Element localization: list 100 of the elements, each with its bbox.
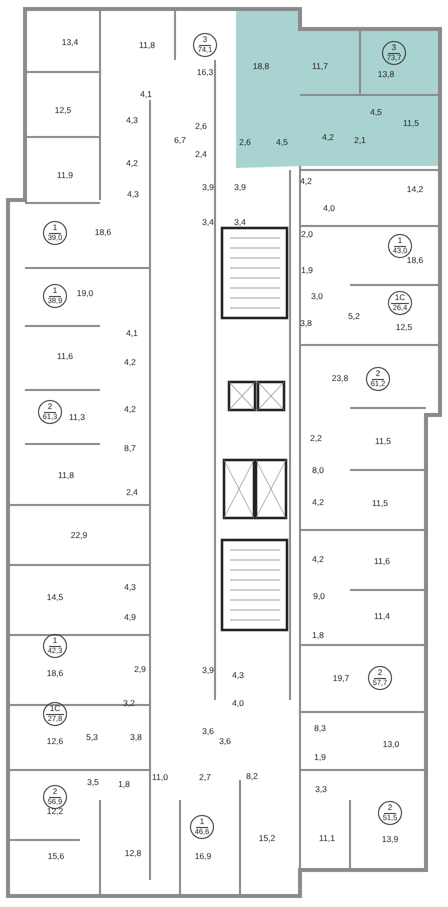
room-area: 4,0: [323, 204, 335, 212]
room-area: 4,2: [126, 158, 138, 168]
room-area: 4,3: [127, 190, 139, 198]
room-area: 15,6: [48, 852, 64, 860]
room-area: 2,1: [354, 136, 366, 144]
room-area: 12,6: [46, 736, 64, 746]
room-area: 14,5: [46, 592, 64, 602]
room-area: 4,2: [124, 404, 136, 414]
room-area: 22,9: [70, 530, 88, 540]
apartment-marker: [43, 221, 67, 245]
room-area: 3,6: [202, 726, 214, 736]
room-area: 18,6: [406, 256, 424, 264]
room-count: 2: [44, 403, 56, 414]
apartment-marker: [388, 234, 412, 258]
room-count: 2: [374, 669, 386, 680]
room-area: 4,2: [300, 176, 312, 186]
room-area: 14,2: [406, 184, 424, 194]
room-area: 11,8: [139, 40, 155, 50]
room-area: 16,9: [194, 852, 212, 860]
room-area: 3,6: [219, 736, 231, 746]
room-count: 2: [372, 370, 384, 380]
room-area: 11,5: [403, 118, 419, 128]
room-area: 19,0: [76, 288, 94, 298]
room-count: 2: [48, 788, 62, 798]
room-area: 4,3: [232, 670, 244, 680]
room-area: 8,0: [312, 466, 324, 474]
room-area: 11,1: [319, 834, 335, 842]
apartment-marker: [43, 634, 67, 658]
room-area: 1,8: [312, 630, 324, 640]
room-area: 6,7: [174, 136, 186, 144]
apartment-marker: [193, 33, 217, 57]
room-area: 3,9: [234, 182, 246, 192]
room-area: 1,9: [314, 752, 326, 762]
room-area: 18,8: [252, 62, 270, 70]
room-area: 3,0: [311, 292, 323, 300]
room-count: 1C: [46, 705, 64, 716]
room-area: 12,5: [396, 322, 412, 332]
room-area: 11,4: [374, 612, 390, 620]
room-area: 5,3: [86, 732, 98, 742]
room-area: 11,8: [58, 470, 74, 480]
room-area: 4,5: [276, 138, 288, 146]
room-area: 9,0: [313, 592, 325, 600]
room-area: 1,9: [301, 266, 313, 274]
room-count: 2: [384, 804, 396, 814]
apartment-marker: [388, 291, 412, 315]
room-area: 8,2: [246, 772, 258, 780]
room-count: 1: [48, 224, 62, 234]
room-area: 11,5: [372, 498, 388, 508]
room-area: 2,4: [126, 488, 138, 496]
room-area: 2,6: [239, 138, 251, 146]
room-area: 4,1: [126, 328, 138, 338]
room-area: 2,9: [134, 664, 146, 674]
room-area: 4,3: [126, 116, 138, 124]
room-area: 2,0: [301, 230, 313, 238]
room-area: 1,8: [118, 780, 130, 788]
room-area: 16,3: [196, 68, 214, 76]
room-area: 11,0: [152, 772, 168, 782]
room-area: 3,5: [87, 778, 99, 786]
apartment-marker: [368, 666, 392, 690]
apartment-marker: [43, 785, 67, 809]
room-area: 5,2: [348, 312, 360, 320]
apartment-marker: [378, 801, 402, 825]
room-area: 8,3: [314, 724, 326, 732]
apartment-marker: [382, 41, 406, 65]
room-count: 1: [196, 818, 208, 828]
room-area: 11,3: [69, 412, 85, 422]
room-area: 3,8: [300, 318, 312, 328]
room-area: 4,2: [124, 358, 136, 366]
apartment-marker: [366, 367, 390, 391]
room-area: 15,2: [258, 834, 276, 842]
room-count: 3: [198, 36, 212, 46]
room-area: 3,8: [130, 732, 142, 742]
room-area: 3,9: [202, 182, 214, 192]
room-area: 11,6: [57, 352, 73, 360]
room-area: 3,4: [234, 218, 246, 226]
room-count: 3: [388, 44, 400, 54]
room-area: 4,9: [124, 612, 136, 622]
room-area: 4,2: [312, 554, 324, 564]
room-area: 4,5: [370, 108, 382, 116]
room-area: 18,6: [46, 668, 64, 678]
room-area: 4,1: [140, 90, 152, 98]
room-count: 1: [48, 287, 62, 298]
room-area: 2,2: [310, 434, 322, 442]
room-area: 4,3: [124, 582, 136, 592]
apartment-marker: [190, 815, 214, 839]
room-area: 3,9: [202, 666, 214, 674]
room-area: 4,2: [322, 132, 334, 142]
room-area: 18,6: [94, 228, 112, 236]
room-area: 3,3: [315, 784, 327, 794]
room-area: 4,2: [312, 498, 324, 506]
room-count: 1: [394, 237, 406, 248]
room-area: 2,7: [199, 772, 211, 782]
room-area: 11,7: [312, 62, 328, 70]
room-area: 12,8: [124, 848, 142, 858]
apartment-marker: [38, 400, 62, 424]
room-area: 19,7: [332, 674, 350, 682]
room-area: 13,9: [382, 834, 398, 844]
apartment-marker: [43, 284, 67, 308]
room-count: 1C: [390, 294, 410, 304]
room-area: 3,2: [123, 698, 135, 708]
